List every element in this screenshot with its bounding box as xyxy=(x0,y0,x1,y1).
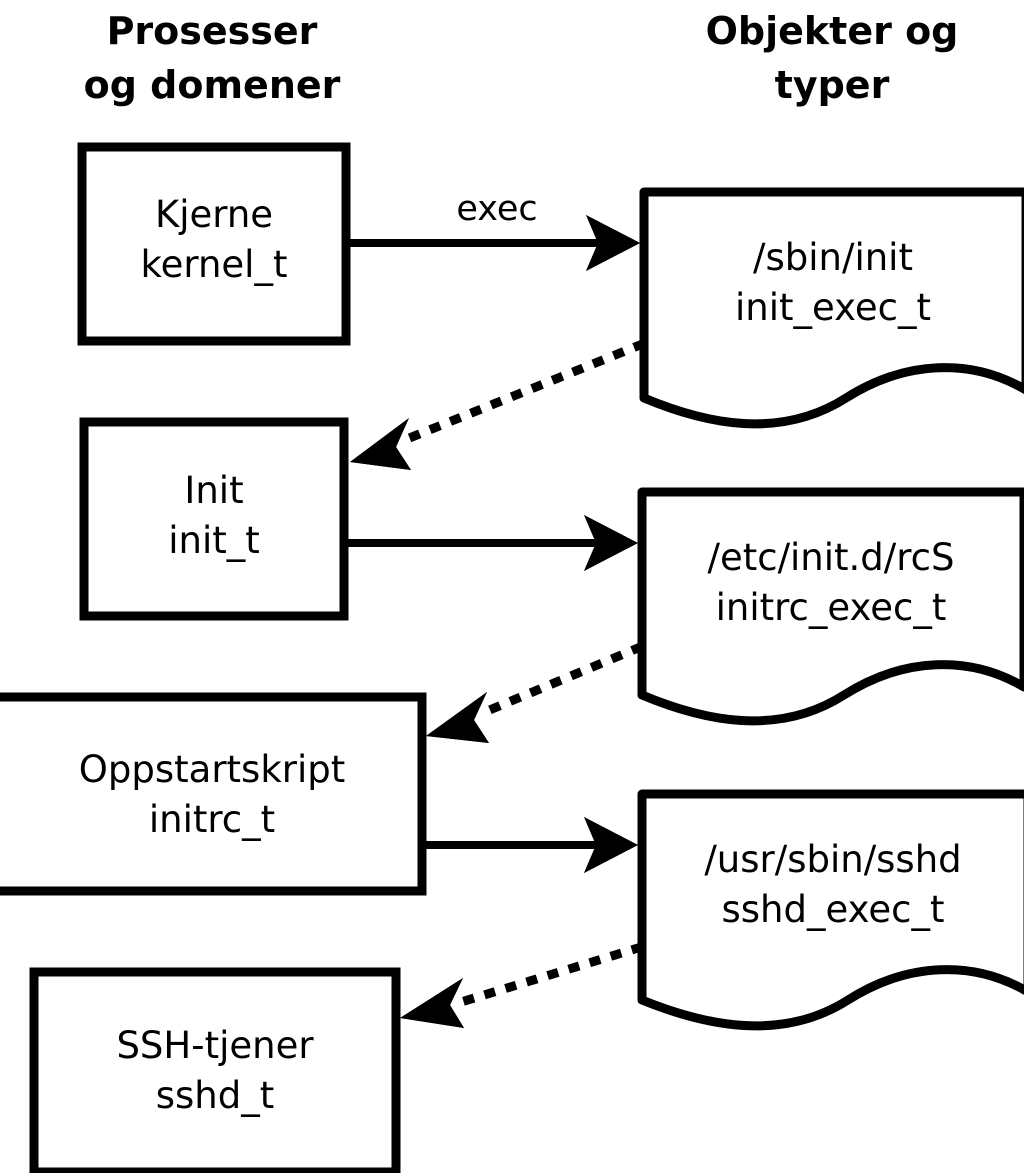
node-label-line2: initrc_t xyxy=(149,798,275,841)
column-header-objects-line1: Objekter og xyxy=(706,9,959,53)
node-domain-kernel[interactable]: Kjerne kernel_t xyxy=(77,142,351,346)
arrowhead-icon xyxy=(426,692,489,743)
column-header-objects-line2: typer xyxy=(775,63,890,107)
column-header-objects: Objekter og typer xyxy=(706,9,959,107)
node-label-line2: sshd_exec_t xyxy=(722,888,945,931)
node-box xyxy=(79,417,349,621)
node-label-line2: sshd_t xyxy=(156,1074,275,1117)
column-header-processes-line1: Prosesser xyxy=(107,9,318,53)
column-header-processes-line2: og domener xyxy=(84,63,341,107)
arrowhead-icon xyxy=(584,515,638,571)
arrowheads-overlay xyxy=(350,215,640,1028)
node-domain-sshd[interactable]: SSH-tjener sshd_t xyxy=(29,967,401,1173)
node-document-shape xyxy=(637,487,1024,726)
node-document-shape xyxy=(637,789,1024,1031)
node-label-line1: /sbin/init xyxy=(753,236,913,279)
node-document-shape xyxy=(639,187,1024,429)
edge-line xyxy=(474,642,644,720)
edge-line xyxy=(452,942,644,1009)
node-label-line1: /usr/sbin/sshd xyxy=(704,838,961,881)
node-object-initrc_exec[interactable]: /etc/init.d/rcS initrc_exec_t xyxy=(637,487,1024,726)
edge-label-exec: exec xyxy=(456,189,537,229)
edge-line xyxy=(396,339,646,447)
node-label-line1: /etc/init.d/rcS xyxy=(707,536,954,579)
node-object-init_exec[interactable]: /sbin/init init_exec_t xyxy=(639,187,1024,429)
node-label-line2: init_exec_t xyxy=(735,286,931,329)
arrowhead-icon xyxy=(400,978,464,1028)
node-label-line2: init_t xyxy=(168,519,260,562)
node-box xyxy=(29,967,401,1173)
arrowhead-icon xyxy=(350,418,411,470)
column-header-processes: Prosesser og domener xyxy=(84,9,341,107)
node-label-line1: Init xyxy=(184,469,243,512)
node-label-line1: Oppstartskript xyxy=(79,748,345,791)
arrowhead-icon xyxy=(584,817,638,873)
node-box xyxy=(0,692,427,896)
arrowhead-icon xyxy=(586,215,640,271)
node-label-line1: Kjerne xyxy=(155,193,273,236)
node-domain-init[interactable]: Init init_t xyxy=(79,417,349,621)
node-box xyxy=(77,142,351,346)
node-label-line2: initrc_exec_t xyxy=(716,586,947,629)
node-domain-initrc[interactable]: Oppstartskript initrc_t xyxy=(0,692,427,896)
node-object-sshd_exec[interactable]: /usr/sbin/sshd sshd_exec_t xyxy=(637,789,1024,1031)
node-label-line1: SSH-tjener xyxy=(116,1024,314,1067)
node-label-line2: kernel_t xyxy=(141,243,288,286)
